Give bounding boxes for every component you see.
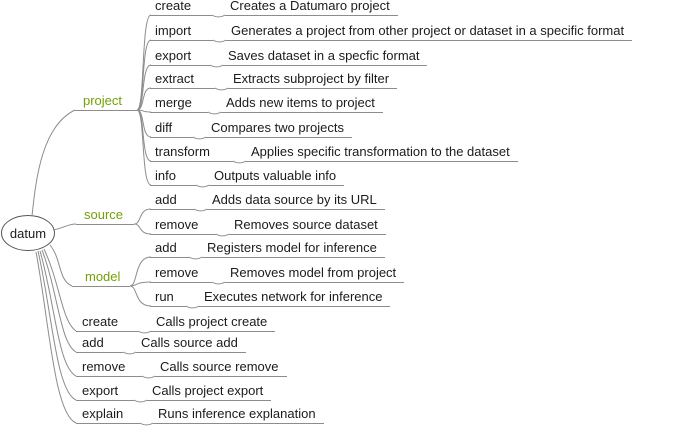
edge-curve bbox=[215, 233, 230, 237]
edge-curve bbox=[133, 399, 148, 403]
edge-curve bbox=[136, 64, 152, 111]
description-node-diff[interactable]: Compares two projects bbox=[206, 120, 352, 138]
description-node-add[interactable]: Adds data source by its URL bbox=[207, 192, 385, 210]
command-node-export[interactable]: export bbox=[150, 48, 210, 66]
command-node-transform[interactable]: transform bbox=[150, 144, 233, 162]
edge-curve bbox=[39, 250, 77, 377]
description-node-remove[interactable]: Calls source remove bbox=[155, 359, 287, 377]
edge-curve bbox=[137, 330, 152, 334]
edge-curve bbox=[139, 422, 154, 426]
edge-curve bbox=[31, 109, 76, 217]
root-node-label[interactable]: datum bbox=[9, 226, 47, 241]
edge-curve bbox=[211, 281, 226, 285]
command-node-extract[interactable]: extract bbox=[150, 71, 215, 89]
command-node-remove[interactable]: remove bbox=[150, 265, 212, 283]
description-node-create[interactable]: Creates a Datumaro project bbox=[225, 0, 398, 16]
edge-curve bbox=[207, 111, 222, 115]
command-node-merge[interactable]: merge bbox=[150, 95, 208, 113]
edge-curve bbox=[232, 160, 247, 164]
edge-curve bbox=[43, 248, 77, 332]
edge-curve bbox=[136, 87, 152, 111]
edge-curve bbox=[195, 184, 210, 188]
description-node-merge[interactable]: Adds new items to project bbox=[221, 95, 383, 113]
command-node-add[interactable]: add bbox=[76, 335, 123, 353]
command-node-remove[interactable]: remove bbox=[76, 359, 142, 377]
edge-curve bbox=[188, 256, 203, 260]
description-node-info[interactable]: Outputs valuable info bbox=[209, 168, 345, 186]
description-node-import[interactable]: Generates a project from other project o… bbox=[226, 23, 633, 41]
command-node-add[interactable]: add bbox=[150, 192, 194, 210]
root-node-ellipse[interactable] bbox=[1, 215, 55, 251]
branch-node-project[interactable]: project bbox=[75, 93, 137, 111]
branch-node-source[interactable]: source bbox=[76, 207, 134, 225]
edge-curve bbox=[129, 256, 152, 287]
description-node-extract[interactable]: Extracts subproject by filter bbox=[228, 71, 398, 89]
description-node-export[interactable]: Saves dataset in a specfic format bbox=[223, 48, 428, 66]
command-node-import[interactable]: import bbox=[150, 23, 213, 41]
description-node-add[interactable]: Registers model for inference bbox=[202, 240, 385, 258]
edge-curve bbox=[35, 251, 77, 424]
edge-curve bbox=[49, 244, 73, 287]
command-node-create[interactable]: create bbox=[76, 314, 138, 332]
edge-curve bbox=[122, 351, 137, 355]
command-node-remove[interactable]: remove bbox=[150, 217, 216, 235]
edge-curve bbox=[133, 223, 152, 235]
edge-curve bbox=[193, 208, 208, 212]
command-node-export[interactable]: export bbox=[76, 383, 134, 401]
branch-node-model[interactable]: model bbox=[72, 269, 130, 287]
edge-curve bbox=[133, 208, 152, 225]
edge-curve bbox=[209, 64, 224, 68]
edge-curve bbox=[211, 14, 226, 18]
description-node-transform[interactable]: Applies specific transformation to the d… bbox=[246, 144, 518, 162]
command-node-info[interactable]: info bbox=[150, 168, 196, 186]
command-node-add[interactable]: add bbox=[150, 240, 189, 258]
edge-curve bbox=[212, 39, 227, 43]
description-node-export[interactable]: Calls project export bbox=[147, 383, 272, 401]
edge-curve bbox=[136, 109, 152, 186]
edge-curve bbox=[129, 285, 152, 307]
edge-curve bbox=[52, 223, 77, 231]
edge-curve bbox=[37, 250, 77, 401]
edge-curve bbox=[185, 305, 200, 309]
description-node-create[interactable]: Calls project create bbox=[151, 314, 276, 332]
command-node-run[interactable]: run bbox=[150, 289, 186, 307]
description-node-remove[interactable]: Removes model from project bbox=[225, 265, 405, 283]
description-node-remove[interactable]: Removes source dataset bbox=[229, 217, 386, 235]
edge-curve bbox=[214, 87, 229, 91]
description-node-run[interactable]: Executes network for inference bbox=[199, 289, 391, 307]
edge-curve bbox=[41, 249, 77, 353]
edge-curve bbox=[141, 375, 156, 379]
description-node-explain[interactable]: Runs inference explanation bbox=[153, 406, 324, 424]
command-node-create[interactable]: create bbox=[150, 0, 212, 16]
command-node-explain[interactable]: explain bbox=[76, 406, 140, 424]
command-node-diff[interactable]: diff bbox=[150, 120, 193, 138]
description-node-add[interactable]: Calls source add bbox=[136, 335, 246, 353]
edge-curve bbox=[192, 136, 207, 140]
